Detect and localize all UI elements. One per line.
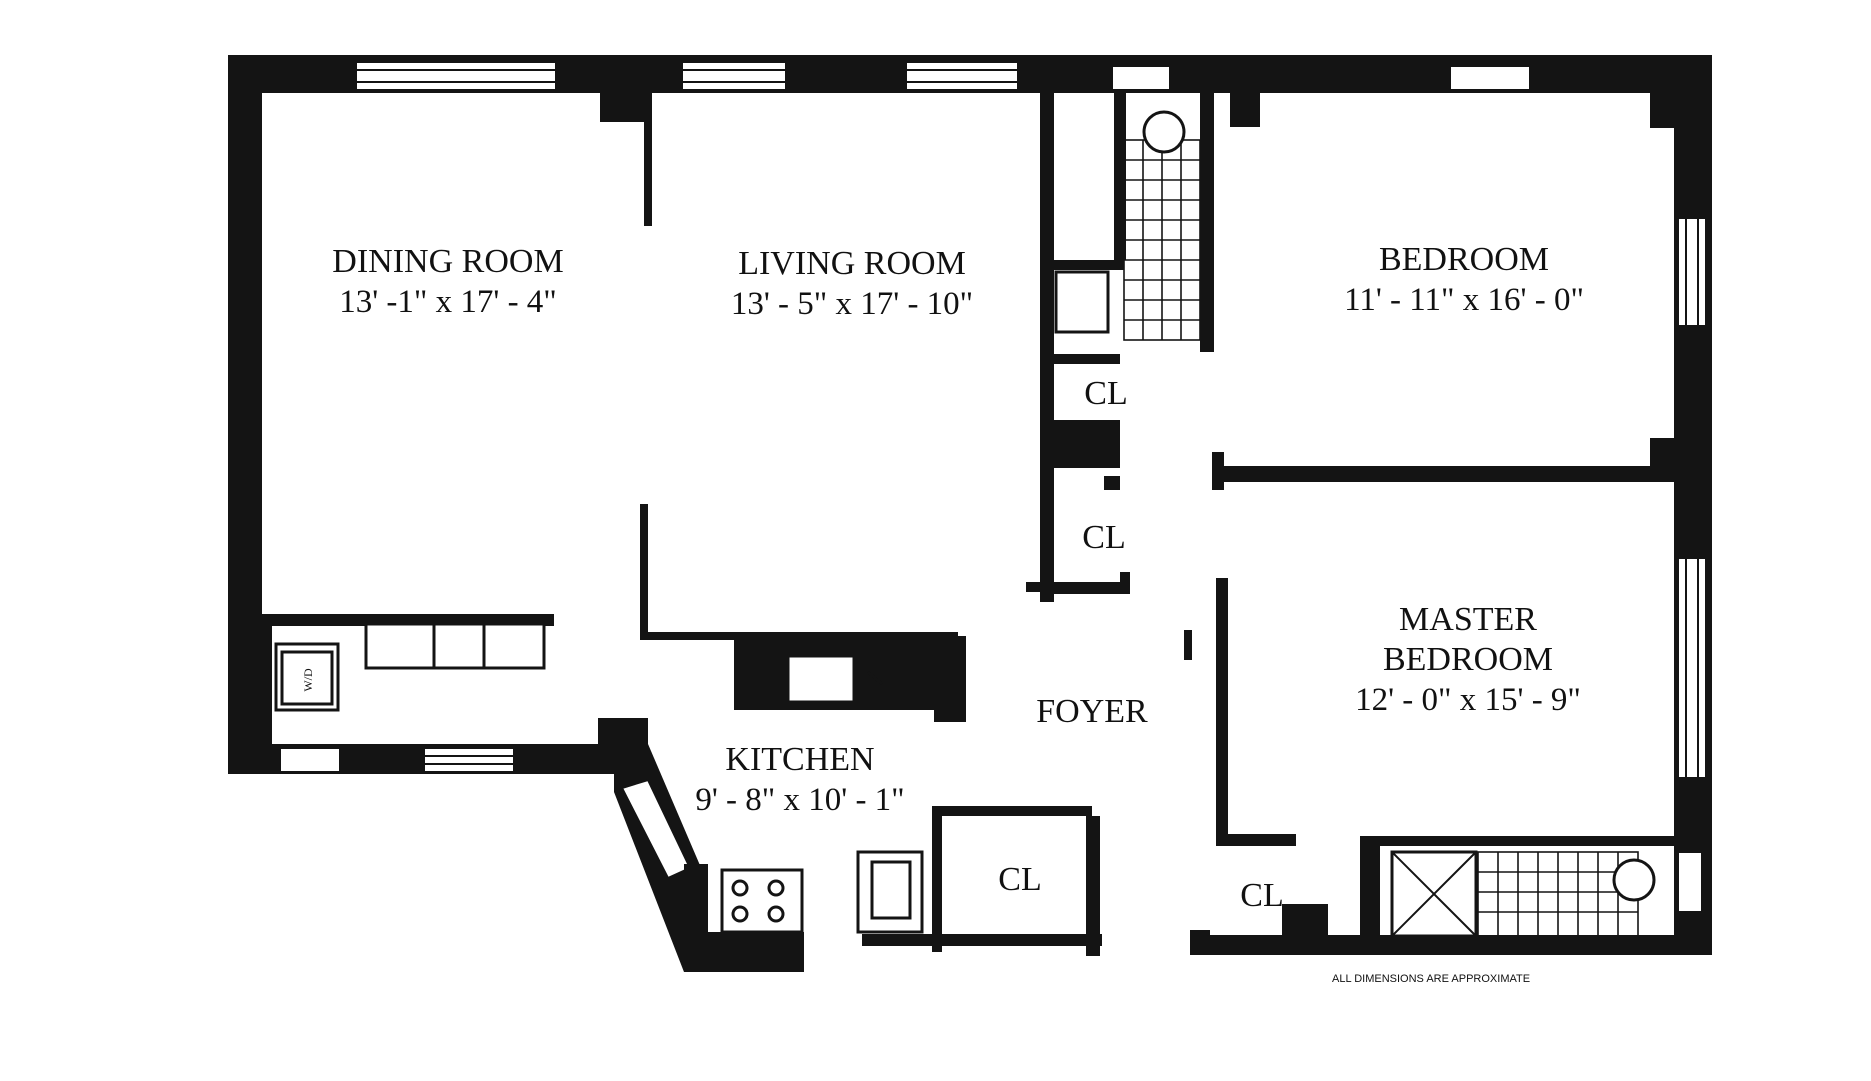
master-bedroom-name-2: BEDROOM: [1383, 641, 1553, 678]
washer-dryer-label: W/D: [301, 668, 315, 692]
room-labels: DINING ROOM 13' -1" x 17' - 4" LIVING RO…: [332, 241, 1584, 818]
living-room-dims: 13' - 5" x 17' - 10": [731, 286, 973, 322]
kitchen-dims: 9' - 8" x 10' - 1": [695, 782, 904, 818]
washer-dryer: W/D: [274, 642, 340, 712]
foyer-name: FOYER: [1036, 693, 1148, 730]
interior-walls: [250, 92, 1680, 972]
bathroom-tiles: [1054, 110, 1656, 938]
master-bedroom-dims: 12' - 0" x 15' - 9": [1355, 682, 1581, 718]
closet-labels: CL CL CL CL: [998, 375, 1283, 914]
dining-room-dims: 13' -1" x 17' - 4": [339, 284, 557, 320]
kitchen-name: KITCHEN: [725, 741, 874, 778]
windows: [279, 61, 1707, 913]
bedroom-name: BEDROOM: [1379, 241, 1549, 278]
closet-label: CL: [1082, 519, 1125, 556]
closet-label: CL: [998, 861, 1041, 898]
exterior-walls: [228, 55, 1712, 955]
master-bedroom-name-1: MASTER: [1399, 601, 1537, 638]
living-room-name: LIVING ROOM: [738, 245, 966, 282]
dining-room-name: DINING ROOM: [332, 243, 563, 280]
bedroom-dims: 11' - 11" x 16' - 0": [1344, 282, 1584, 318]
closet-label: CL: [1084, 375, 1127, 412]
dimensions-note: ALL DIMENSIONS ARE APPROXIMATE: [1332, 973, 1530, 985]
closet-label: CL: [1240, 877, 1283, 914]
